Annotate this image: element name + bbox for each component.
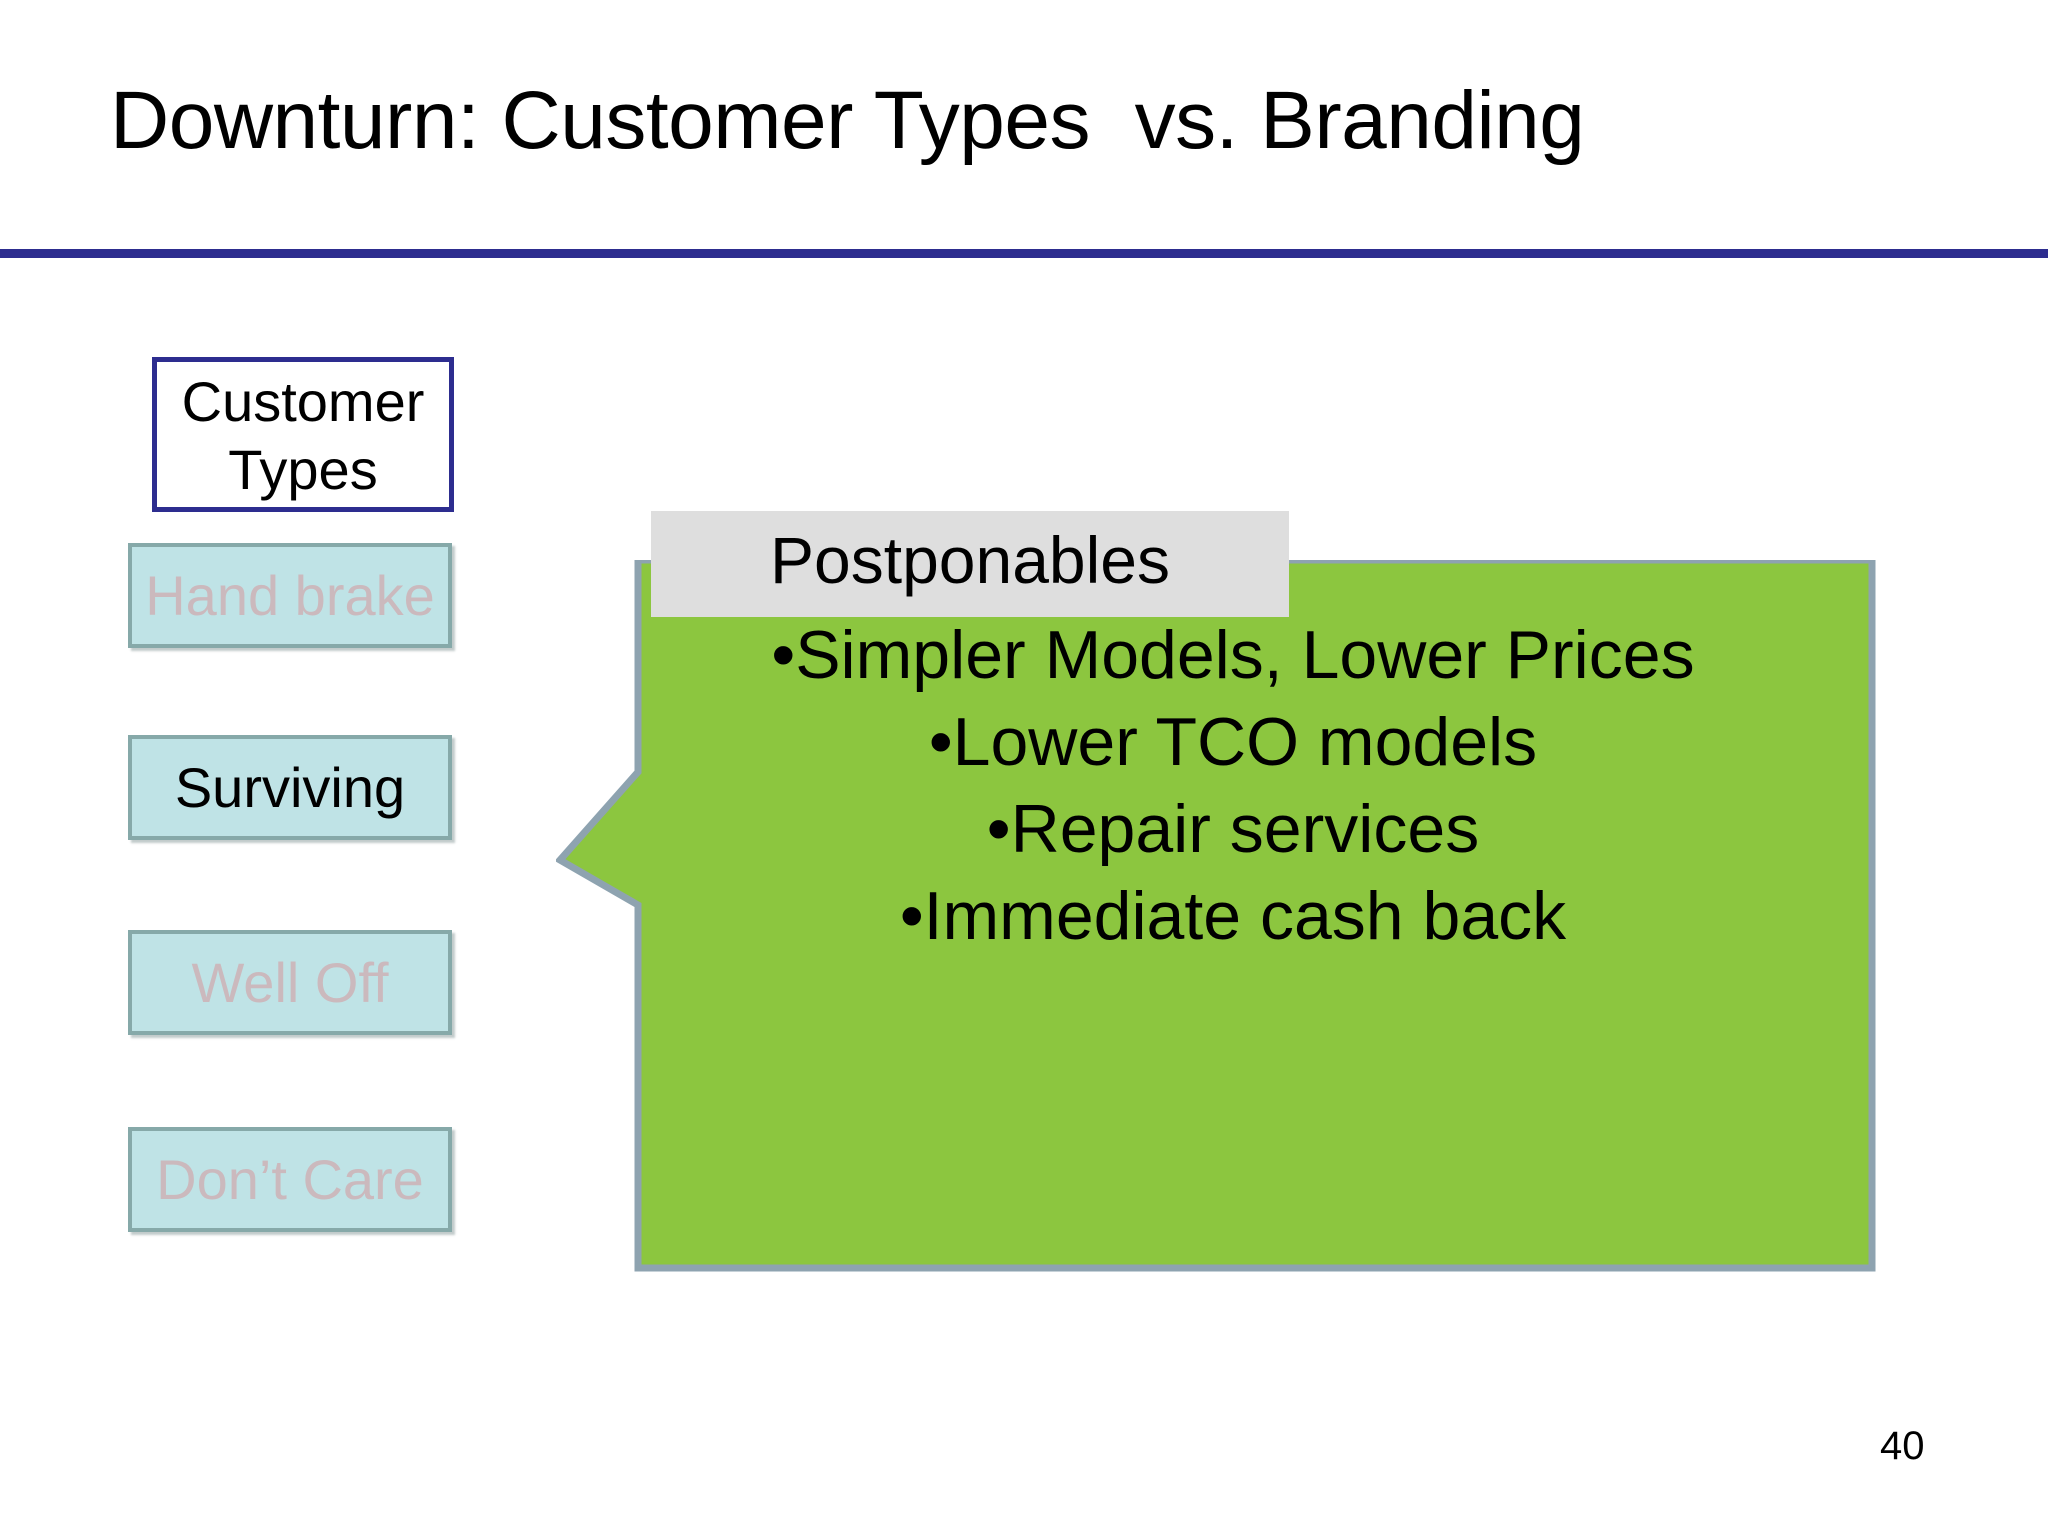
callout-bullet: •Repair services — [986, 791, 1480, 868]
customer-type-label: Hand brake — [145, 563, 435, 627]
callout-bullet: •Immediate cash back — [899, 878, 1567, 955]
customer-type-item-surviving[interactable]: Surviving — [128, 735, 452, 840]
callout-body: •Simpler Models, Lower Prices •Lower TCO… — [556, 560, 1876, 1272]
customer-type-item-hand-brake[interactable]: Hand brake — [128, 543, 452, 648]
customer-type-label: Don’t Care — [156, 1147, 424, 1211]
customer-types-header-box — [152, 357, 454, 512]
customer-type-item-well-off[interactable]: Well Off — [128, 930, 452, 1035]
page-title: Downturn: Customer Types vs. Branding — [110, 75, 1585, 166]
callout-bullet-list: •Simpler Models, Lower Prices •Lower TCO… — [608, 612, 1858, 960]
postponables-tag-background — [651, 511, 1289, 617]
page-number: 40 — [1880, 1424, 1925, 1468]
customer-type-label: Surviving — [174, 755, 406, 819]
callout-shape — [556, 560, 1876, 1272]
postponables-callout: •Simpler Models, Lower Prices •Lower TCO… — [556, 560, 1876, 1272]
callout-bullet: •Simpler Models, Lower Prices — [771, 617, 1695, 693]
customer-type-label: Well Off — [191, 950, 389, 1014]
customer-type-item-dont-care[interactable]: Don’t Care — [128, 1127, 452, 1232]
postponables-tag-label: Postponables — [770, 523, 1170, 597]
callout-bullet: •Lower TCO models — [928, 704, 1538, 781]
title-divider — [0, 249, 2048, 258]
customer-types-header-label: Customer Types — [181, 370, 425, 502]
